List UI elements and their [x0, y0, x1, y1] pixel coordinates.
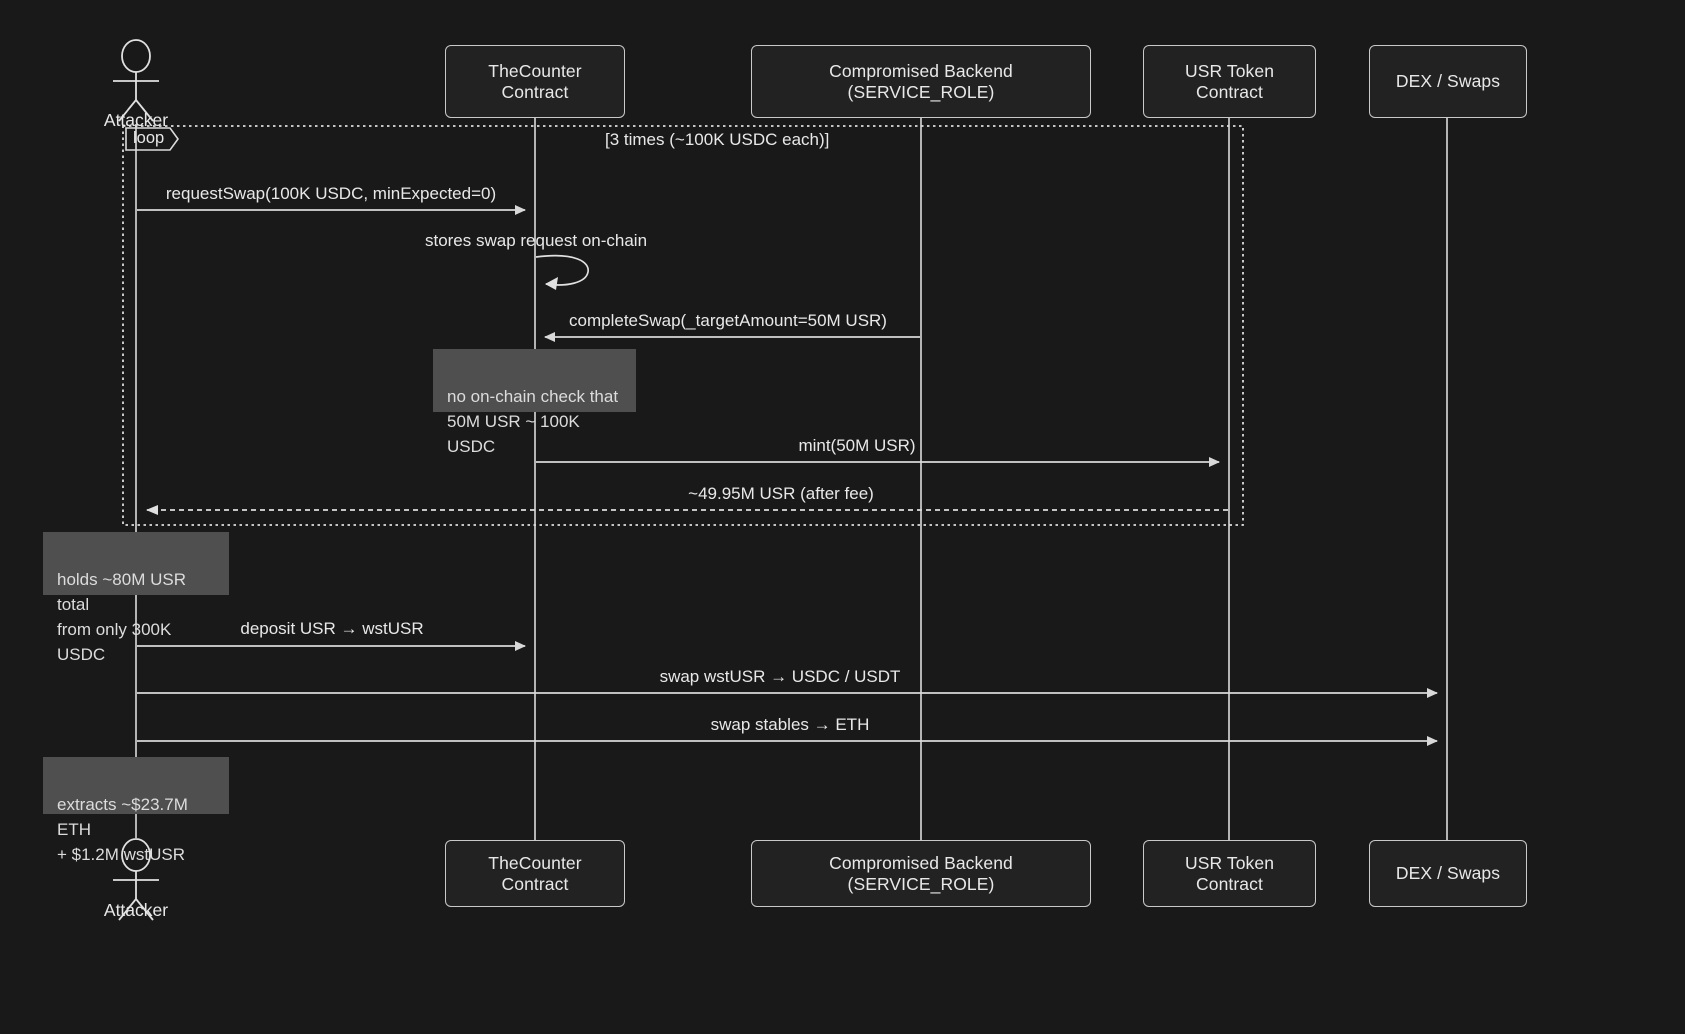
participant-box-usr-top[interactable]: USR Token Contract	[1143, 45, 1316, 118]
message-label-stores-swap: stores swap request on-chain	[326, 231, 746, 251]
participant-label: Compromised Backend (SERVICE_ROLE)	[829, 60, 1013, 102]
actor-name: Attacker	[103, 900, 169, 920]
actor-figure-top	[113, 39, 159, 122]
participant-box-dex-top[interactable]: DEX / Swaps	[1369, 45, 1527, 118]
participant-box-backend-top[interactable]: Compromised Backend (SERVICE_ROLE)	[751, 45, 1091, 118]
message-label-mint: mint(50M USR)	[702, 436, 1012, 456]
message-label-requestswap: requestSwap(100K USDC, minExpected=0)	[131, 184, 531, 204]
loop-tag-shape	[125, 127, 179, 151]
participant-label: TheCounter Contract	[488, 852, 582, 894]
message-text: swap stables → ETH	[710, 715, 870, 734]
note-no-onchain-check: no on-chain check that 50M USR ~ 100K US…	[433, 349, 636, 456]
message-label-completeswap: completeSwap(_targetAmount=50M USR)	[548, 311, 908, 331]
note-text: holds ~80M USR total from only 300K USDC	[57, 570, 186, 664]
participant-label: USR Token Contract	[1184, 60, 1275, 102]
note-text: no on-chain check that 50M USR ~ 100K US…	[447, 387, 619, 456]
note-extracts: extracts ~$23.7M ETH + $1.2M wstUSR	[43, 757, 229, 864]
lifelines	[135, 118, 1448, 840]
actor-name: Attacker	[103, 110, 169, 130]
message-text: requestSwap(100K USDC, minExpected=0)	[165, 184, 497, 203]
participant-box-counter-top[interactable]: TheCounter Contract	[445, 45, 625, 118]
actor-label-attacker-bottom: Attacker	[36, 900, 236, 921]
note-holds-usr: holds ~80M USR total from only 300K USDC	[43, 532, 229, 664]
participant-label: DEX / Swaps	[1395, 71, 1501, 91]
participant-label: Compromised Backend (SERVICE_ROLE)	[829, 852, 1013, 894]
participant-label: USR Token Contract	[1184, 852, 1275, 894]
message-label-deposit: deposit USR → wstUSR	[152, 619, 512, 639]
actor-figure-bottom	[113, 838, 159, 921]
participant-box-usr-bottom[interactable]: USR Token Contract	[1143, 840, 1316, 907]
participant-box-counter-bottom[interactable]: TheCounter Contract	[445, 840, 625, 907]
note-text: extracts ~$23.7M ETH + $1.2M wstUSR	[57, 795, 188, 864]
loop-condition-text: [3 times (~100K USDC each)]	[605, 130, 830, 149]
message-text: stores swap request on-chain	[424, 231, 648, 250]
loop-fragment-border	[122, 125, 1244, 526]
loop-tag-text: loop	[133, 129, 165, 147]
message-label-usr-return: ~49.95M USR (after fee)	[531, 484, 1031, 504]
message-text: mint(50M USR)	[798, 436, 916, 455]
actor-label-attacker-top: Attacker	[36, 110, 236, 131]
participant-box-backend-bottom[interactable]: Compromised Backend (SERVICE_ROLE)	[751, 840, 1091, 907]
participant-box-dex-bottom[interactable]: DEX / Swaps	[1369, 840, 1527, 907]
message-text: completeSwap(_targetAmount=50M USR)	[569, 311, 887, 330]
loop-fragment-condition: [3 times (~100K USDC each)]	[605, 130, 829, 150]
participant-label: DEX / Swaps	[1395, 863, 1501, 883]
loop-fragment-tag: loop	[133, 129, 164, 148]
message-text: ~49.95M USR (after fee)	[688, 484, 874, 503]
message-text: swap wstUSR → USDC / USDT	[659, 667, 901, 686]
participant-label: TheCounter Contract	[488, 60, 582, 102]
message-label-swap-wstusr: swap wstUSR → USDC / USDT	[590, 667, 970, 687]
message-arrow-self-stores	[535, 254, 589, 290]
message-label-swap-stables: swap stables → ETH	[640, 715, 940, 735]
message-text: deposit USR → wstUSR	[240, 619, 424, 638]
